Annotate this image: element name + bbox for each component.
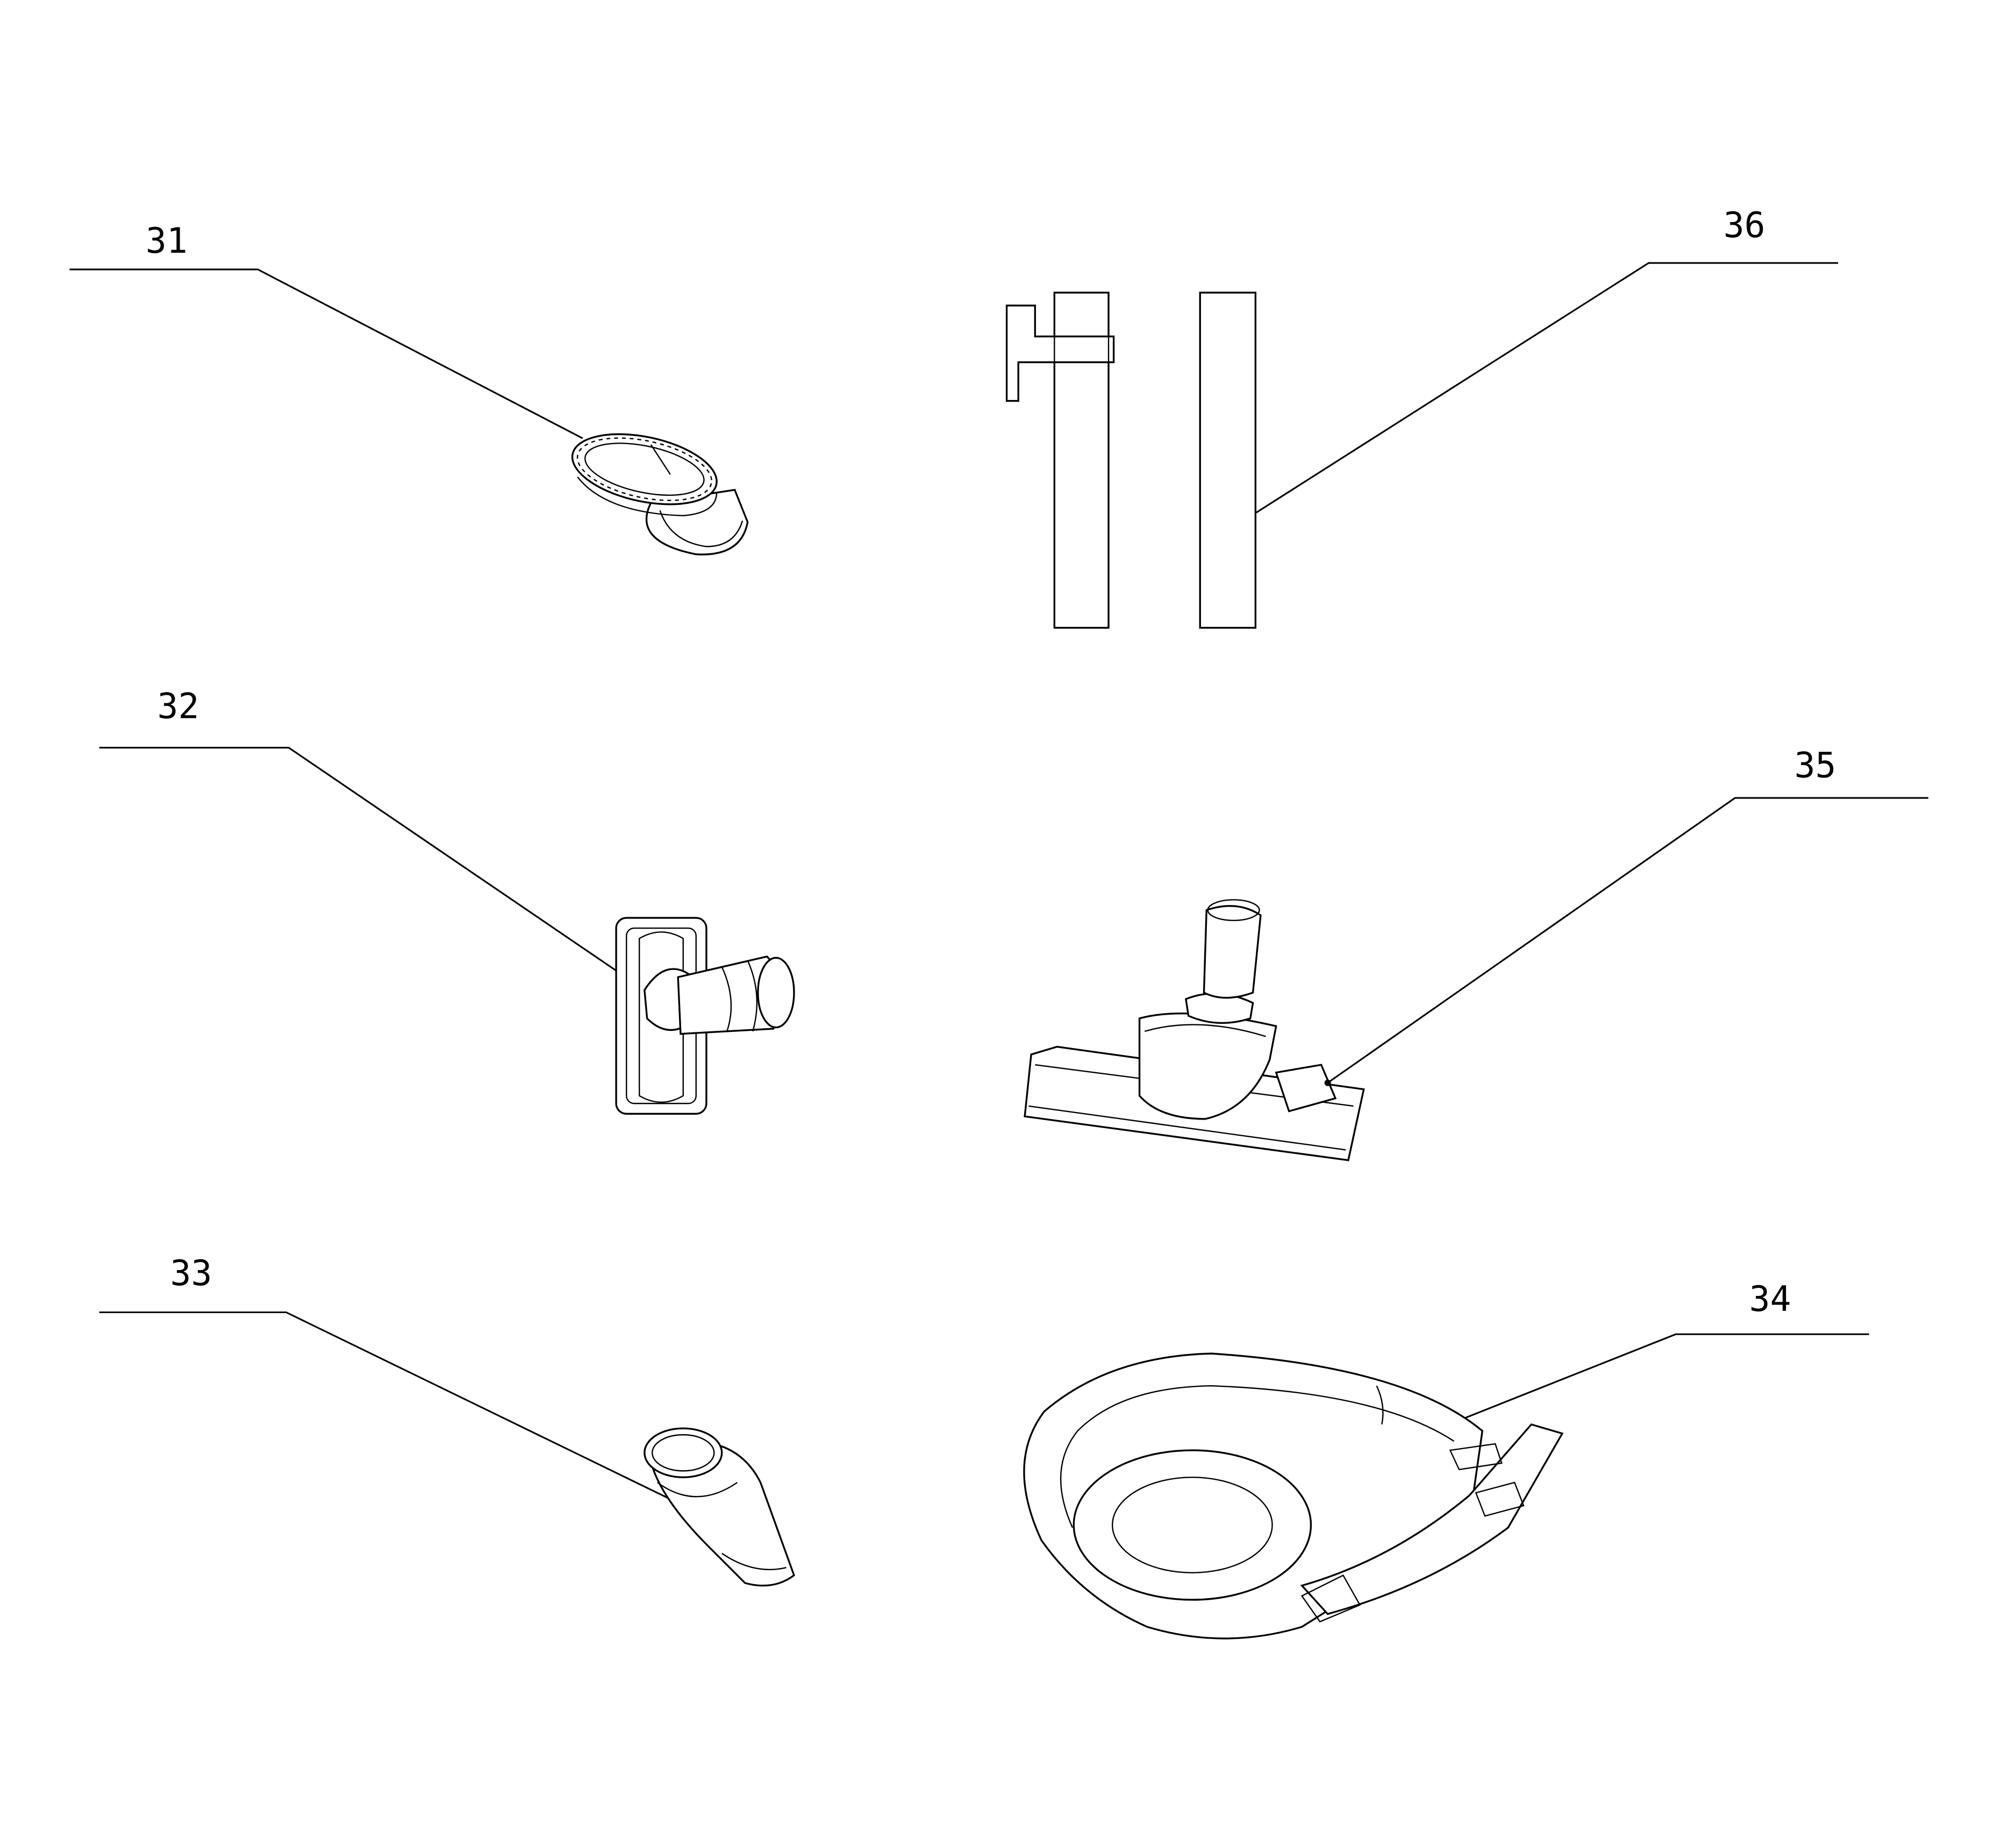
upholstery-nozzle-icon <box>615 917 795 1115</box>
callout-label-32: 32 <box>158 686 199 726</box>
callout-35: 35 <box>1327 746 1928 1084</box>
leader-line-35 <box>1327 797 1928 1084</box>
crevice-nozzle-icon <box>644 1427 795 1587</box>
extension-tubes-icon <box>1005 291 1257 629</box>
leader-line-32 <box>99 746 653 996</box>
callout-label-35: 35 <box>1795 746 1836 786</box>
leader-line-31 <box>69 268 583 439</box>
callout-33: 33 <box>99 1253 711 1520</box>
hose-icon <box>1023 1352 1564 1640</box>
callout-36: 36 <box>1223 205 1839 535</box>
brush-nozzle-icon <box>571 433 749 555</box>
floor-nozzle-icon <box>1024 899 1365 1161</box>
leader-line-36 <box>1226 262 1839 532</box>
callout-label-36: 36 <box>1724 205 1765 246</box>
callout-label-31: 31 <box>146 221 188 261</box>
callout-label-34: 34 <box>1749 1279 1791 1320</box>
leader-line-33 <box>99 1311 711 1520</box>
callout-32: 32 <box>99 686 653 996</box>
callout-label-33: 33 <box>170 1253 212 1294</box>
callout-31: 31 <box>69 221 583 439</box>
